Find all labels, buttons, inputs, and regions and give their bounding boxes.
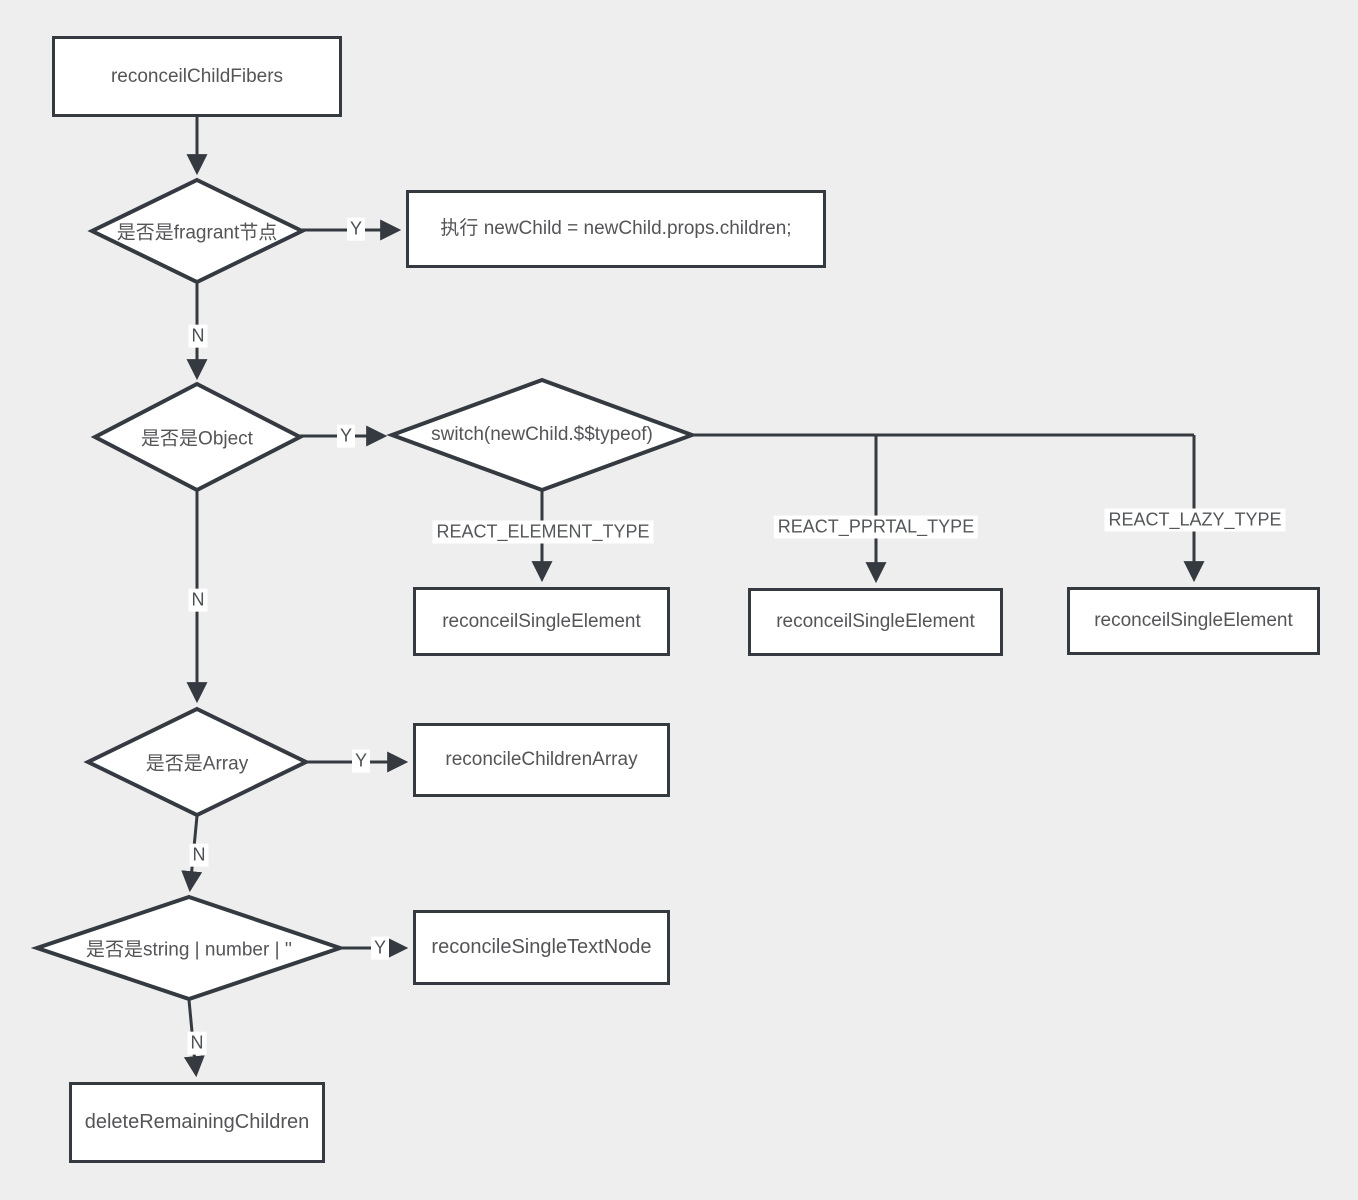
switch-decision-shape [386,377,698,493]
fragment-no-label: N [188,324,208,348]
text-decision-shape [30,894,347,1002]
array-decision-shape [83,706,311,818]
react-element-type-label: REACT_ELEMENT_TYPE [432,520,654,544]
exec-newchild-node: 执行 newChild = newChild.props.children; [406,190,826,268]
array-yes-label: Y [351,749,371,773]
text-decision-label: 是否是string | number | '' [85,939,293,961]
react-lazy-case-node: reconceilSingleElement [1067,587,1320,655]
delete-remaining-children-node: deleteRemainingChildren [69,1082,325,1163]
switch-decision-label: switch(newChild.$$typeof) [431,424,653,445]
reconcile-children-array-node: reconcileChildrenArray [413,723,670,797]
reconcile-single-textnode-node: reconcileSingleTextNode [413,910,670,985]
start-node: reconceilChildFibers [52,36,342,117]
text-yes-label: Y [370,936,390,960]
fragment-decision-label: 是否是fragrant节点 [116,222,278,244]
fragment-decision-shape [87,177,307,285]
array-no-label: N [189,843,209,867]
react-lazy-type-label: REACT_LAZY_TYPE [1104,508,1286,532]
object-decision-shape [90,381,305,493]
object-yes-label: Y [336,424,356,448]
react-portal-case-node: reconceilSingleElement [748,588,1003,656]
fragment-yes-label: Y [346,217,366,241]
text-no-label: N [187,1031,207,1055]
react-element-case-node: reconceilSingleElement [413,587,670,656]
object-decision-label: 是否是Object [141,428,253,450]
object-no-label: N [188,588,208,612]
array-decision-label: 是否是Array [145,753,249,775]
react-portal-type-label: REACT_PPRTAL_TYPE [773,515,979,539]
